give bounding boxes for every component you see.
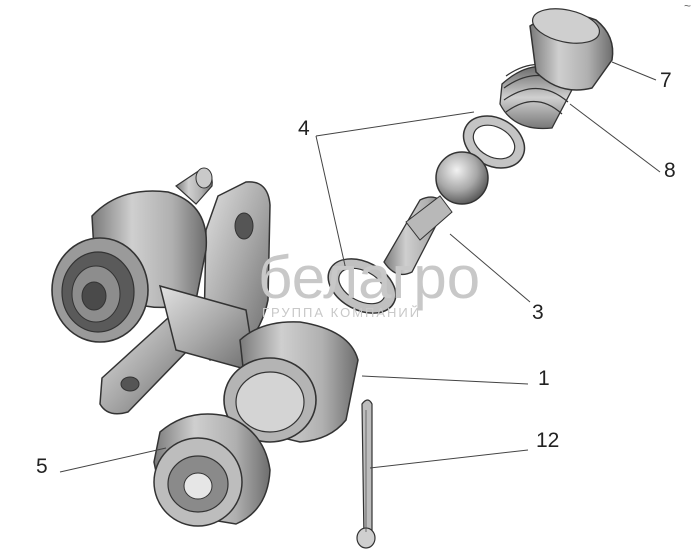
leader-4-upper (315, 111, 475, 137)
plug-part-7 (529, 8, 614, 91)
bushing-part-5 (153, 413, 271, 527)
callout-1: 1 (538, 367, 550, 390)
leader-lines (59, 61, 661, 473)
leader-5 (59, 447, 167, 473)
seal-ring-upper-part-4 (462, 115, 526, 169)
seal-ring-lower-part-4 (327, 258, 397, 314)
callout-12: 12 (536, 429, 560, 452)
callout-4: 4 (298, 117, 310, 140)
leader-8 (569, 103, 661, 173)
corner-mark: ~ (684, 0, 692, 13)
leader-3 (449, 233, 531, 303)
cotter-pin-part-12 (356, 399, 376, 549)
leader-7 (611, 61, 657, 81)
callout-7: 7 (660, 69, 672, 92)
callout-5: 5 (36, 455, 48, 478)
callout-8: 8 (664, 159, 676, 182)
housing-part-1 (51, 167, 359, 443)
leader-1 (361, 375, 529, 385)
leader-12 (369, 449, 529, 469)
callout-3: 3 (532, 301, 544, 324)
leader-4-lower (315, 135, 347, 271)
ball-pin-part-3 (383, 151, 489, 276)
